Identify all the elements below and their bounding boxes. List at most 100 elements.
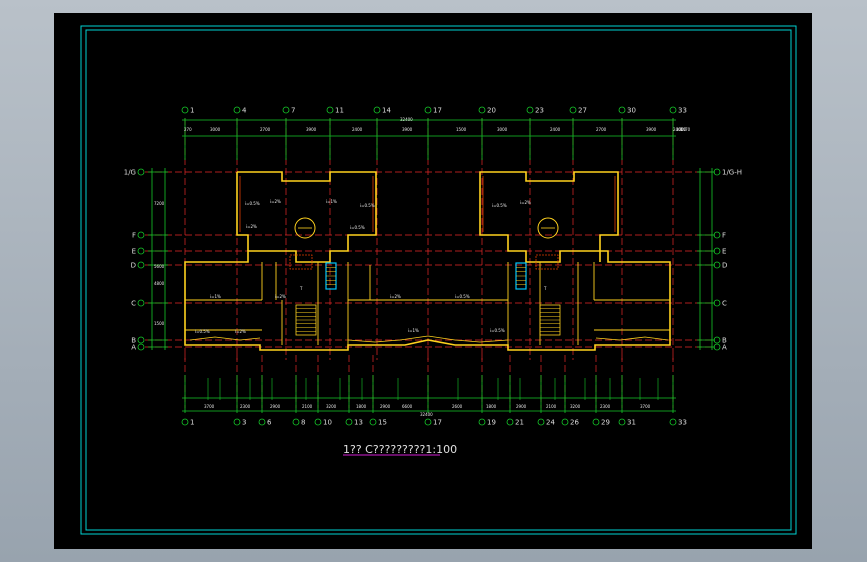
balcony-edge	[347, 335, 509, 343]
axis-bubble-label: E	[132, 248, 136, 256]
axis-bubble-label: 7	[291, 107, 295, 115]
axis-bubble-circle	[713, 168, 721, 176]
axis-bubble-left: F	[132, 231, 145, 240]
axis-bubble-label: A	[722, 344, 727, 352]
axis-bubble-circle	[345, 418, 353, 426]
axis-bubble-circle	[137, 231, 145, 239]
dimension-text-top: 270	[184, 127, 192, 132]
axis-bubble-label: 11	[335, 107, 344, 115]
room-note: i=1%	[326, 199, 337, 204]
axis-bubble-label: 1/G	[124, 169, 136, 177]
drawing-canvas[interactable]	[54, 13, 812, 549]
axis-bubble-label: B	[722, 337, 727, 345]
dimension-text-top: 2700	[596, 127, 607, 132]
room-note: i=2%	[390, 294, 401, 299]
axis-bubble-label: 15	[378, 419, 387, 427]
axis-bubble-circle	[424, 418, 432, 426]
room-note: i=0.5%	[455, 294, 470, 299]
axis-bubble-top: 33	[669, 107, 687, 115]
dimension-text-bottom: 2900	[380, 404, 391, 409]
room-note: i=2%	[520, 200, 531, 205]
axis-bubble-label: C	[131, 300, 136, 308]
axis-bubble-circle	[233, 418, 241, 426]
axis-bubble-label: C	[722, 300, 727, 308]
drawing-title: 1?? C?????????1:100	[343, 443, 457, 456]
axis-bubble-top: 20	[478, 107, 496, 115]
exterior-wall	[184, 171, 671, 351]
axis-bubble-right: 1/G-H	[713, 168, 742, 177]
axis-bubble-circle	[137, 299, 145, 307]
drawing-scale: 1:100	[425, 443, 457, 456]
axis-bubble-label: 33	[678, 107, 687, 115]
room-note: i=2%	[235, 329, 246, 334]
dimension-text-top: 1500	[456, 127, 467, 132]
axis-bubble-right: D	[713, 261, 727, 270]
axis-bubble-right: C	[713, 299, 727, 308]
dimension-text-bottom: 3700	[640, 404, 651, 409]
elevator-block	[325, 262, 337, 290]
axis-bubble-label: 17	[433, 107, 442, 115]
axis-bubble-bottom: 8	[292, 418, 305, 427]
axis-bubble-label: 3	[242, 419, 246, 427]
dimension-text-top: 1470	[680, 127, 691, 132]
axis-bubble-label: 17	[433, 419, 442, 427]
dimension-text-top: 3900	[646, 127, 657, 132]
axis-bubble-left: 1/G	[124, 169, 145, 177]
axis-bubble-circle	[258, 418, 266, 426]
dimension-text-left: 5600	[154, 264, 165, 269]
elevator-block	[515, 262, 527, 290]
axis-bubble-bottom: 19	[478, 419, 496, 427]
axis-bubble-top: 4	[233, 107, 247, 115]
axis-bubble-bottom: 15	[369, 419, 387, 427]
dimension-text-bottom: 2300	[600, 404, 611, 409]
axis-bubble-top: 14	[373, 107, 391, 115]
axis-bubble-circle	[181, 106, 189, 114]
axis-bubble-circle	[713, 343, 721, 351]
shaft-circle	[537, 217, 559, 239]
duct-rect	[289, 254, 313, 270]
axis-bubble-circle	[669, 418, 677, 426]
dimension-text-left: 1500	[154, 321, 165, 326]
room-note: i=2%	[270, 199, 281, 204]
axis-bubble-top: 11	[326, 107, 344, 115]
axis-bubble-bottom: 13	[345, 418, 363, 427]
dimension-text-top: 3900	[306, 127, 317, 132]
axis-bubble-circle	[292, 418, 300, 426]
balcony-edge	[595, 336, 669, 341]
axis-bubble-label: 33	[678, 419, 687, 427]
axis-bubble-label: 29	[601, 419, 610, 427]
dimension-text-bottom: 2300	[240, 404, 251, 409]
axis-bubble-label: D	[131, 262, 136, 270]
dimension-text-top: 3900	[402, 127, 413, 132]
axis-bubble-label: 6	[267, 419, 272, 427]
axis-bubble-circle	[713, 261, 721, 269]
room-note: i=0.5%	[490, 328, 505, 333]
dimension-text-bottom: 6600	[402, 404, 413, 409]
axis-bubble-top: 30	[618, 107, 636, 115]
room-note: i=0.5%	[350, 225, 365, 230]
dimension-total-bottom: 32400	[420, 412, 433, 417]
dimension-text-top: 2400	[550, 127, 561, 132]
axis-bubble-circle	[137, 336, 145, 344]
axis-bubble-circle	[713, 299, 721, 307]
axis-bubble-left: C	[131, 299, 145, 308]
room-notes: i=2%i=0.5%i=1%i=0.5%i=2%i=0.5%i=1%i=2%i=…	[195, 199, 531, 334]
dimension-text-top: 2400	[352, 127, 363, 132]
dimension-text-top: 3000	[210, 127, 221, 132]
dimension-lines	[148, 118, 715, 413]
axis-bubble-label: 27	[578, 107, 587, 115]
dimension-text-bottom: 3700	[204, 404, 215, 409]
dimension-text-bottom: 2100	[546, 404, 557, 409]
axis-bubble-right: F	[713, 232, 726, 240]
dimension-text-bottom: 2900	[270, 404, 281, 409]
stair-block	[539, 304, 561, 336]
axis-bubble-top: 17	[424, 107, 442, 115]
axis-bubble-label: 21	[515, 419, 524, 427]
axis-bubble-top: 7	[282, 107, 295, 115]
room-note: i=2%	[275, 294, 286, 299]
axis-bubble-label: 24	[546, 419, 555, 427]
border-frame-inner	[85, 29, 792, 531]
